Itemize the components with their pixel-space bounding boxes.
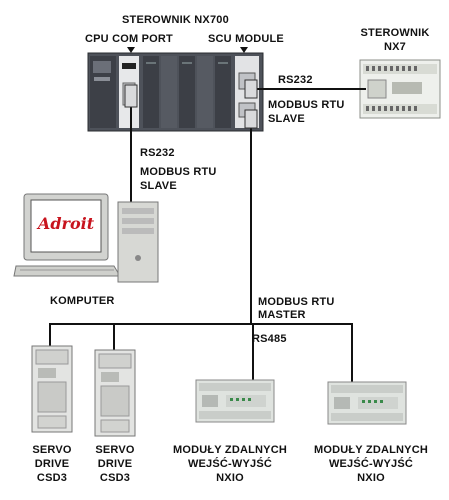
- scu-to-nx7-wire: [254, 88, 366, 90]
- nx7-title-line1: STEROWNIK: [360, 27, 430, 39]
- modbus-rtu-left-line1: MODBUS RTU: [140, 166, 217, 178]
- drop-nxio2: [351, 323, 353, 383]
- nxio1-label-line1: MODUŁY ZDALNYCH: [172, 444, 287, 456]
- modbus-rtu-right-line1: MODBUS RTU: [268, 99, 345, 111]
- scu-connector-top: [244, 79, 258, 99]
- servo1-label-line1: SERVO: [32, 444, 72, 456]
- nx700-plc-rack: [87, 52, 264, 132]
- nxio1-label-line3: NXIO: [216, 472, 244, 484]
- scu-module-label: SCU MODULE: [208, 33, 284, 45]
- computer-label: KOMPUTER: [50, 295, 115, 307]
- cpu-com-port-label: CPU COM PORT: [85, 33, 173, 45]
- modbus-master-line2: MASTER: [258, 309, 306, 321]
- drop-servo1: [49, 323, 51, 349]
- scu-connector-bottom: [244, 109, 258, 129]
- servo-drive-1: [31, 345, 73, 433]
- nxio2-label-line3: NXIO: [357, 472, 385, 484]
- nxio2-label-line1: MODUŁY ZDALNYCH: [313, 444, 428, 456]
- cpu-to-computer-wire: [130, 92, 132, 202]
- servo2-label-line3: CSD3: [99, 472, 131, 484]
- nx7-title-line2: NX7: [384, 41, 406, 53]
- rs485-label: RS485: [252, 333, 287, 345]
- slave-left-line2: SLAVE: [140, 180, 177, 192]
- servo1-label-line2: DRIVE: [34, 458, 70, 470]
- nxio-module-2: [327, 381, 407, 425]
- servo1-label-line3: CSD3: [36, 472, 68, 484]
- drop-nxio1: [252, 323, 254, 383]
- rs232-left-label: RS232: [140, 147, 175, 159]
- nxio-module-1: [195, 379, 275, 423]
- scu-to-bus-wire: [250, 118, 252, 324]
- nxio1-label-line2: WEJŚĆ-WYJŚĆ: [187, 458, 273, 470]
- screen-logo: Adroit: [37, 214, 95, 233]
- plc-title: STEROWNIK NX700: [122, 14, 229, 26]
- servo-drive-2: [94, 349, 136, 437]
- computer: [13, 193, 159, 283]
- nx7-controller: [359, 59, 441, 119]
- rs485-bus: [49, 323, 353, 325]
- cpu-connector: [124, 84, 138, 108]
- modbus-master-line1: MODBUS RTU: [258, 296, 335, 308]
- servo2-label-line1: SERVO: [95, 444, 135, 456]
- scu-port-arrow: [240, 47, 248, 53]
- drop-servo2: [113, 323, 115, 353]
- slave-right-line2: SLAVE: [268, 113, 305, 125]
- rs232-right-label: RS232: [278, 74, 313, 86]
- nxio2-label-line2: WEJŚĆ-WYJŚĆ: [328, 458, 414, 470]
- cpu-port-arrow: [127, 47, 135, 53]
- servo2-label-line2: DRIVE: [97, 458, 133, 470]
